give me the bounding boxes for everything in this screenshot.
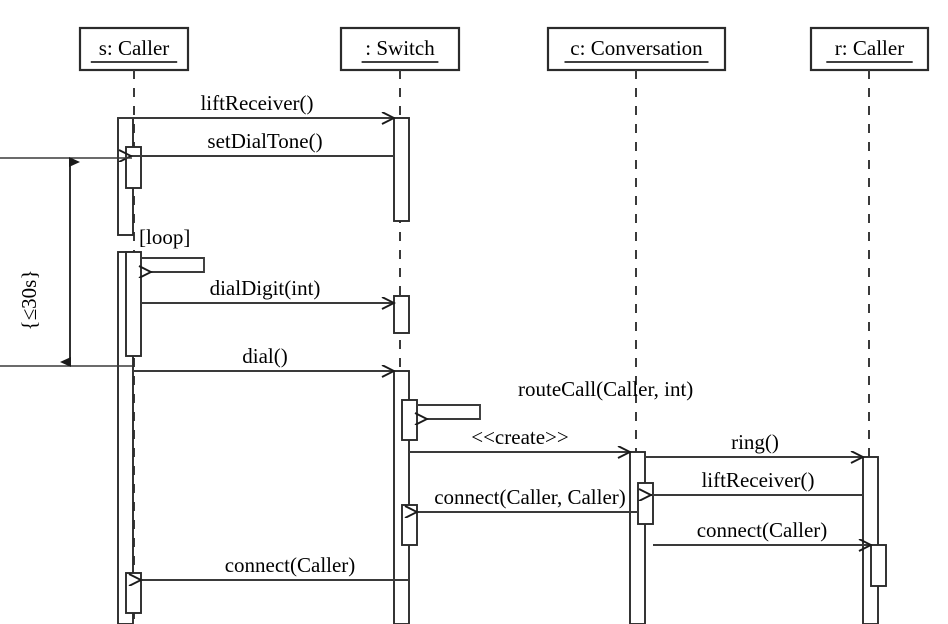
loop-fragment-label[interactable]: [loop]: [139, 225, 190, 249]
lifeline-box-sw: [339, 26, 461, 72]
message-label-m8: connect(Caller, Caller): [434, 485, 626, 509]
switch-activation-1[interactable]: [393, 117, 410, 222]
message-label-m6: ring(): [731, 430, 779, 454]
lifeline-label-s: s: Caller: [99, 36, 170, 60]
lifeline-box-r: [809, 26, 930, 72]
message-m4[interactable]: dial(): [133, 344, 394, 371]
switch-activation-dialdigit[interactable]: [393, 295, 410, 334]
lifeline-box-conv: [546, 26, 727, 72]
lifeline-label-sw: : Switch: [365, 36, 435, 60]
message-label-m4: dial(): [242, 344, 287, 368]
message-label-m2: setDialTone(): [207, 129, 322, 153]
timing-constraint: {≤30s}: [0, 157, 132, 367]
messages-layer: liftReceiver() setDialTone() dialDigit(int…: [118, 91, 871, 580]
caller-nested-connect[interactable]: [125, 572, 142, 614]
caller-self-loop-path: [141, 257, 205, 272]
message-m1[interactable]: liftReceiver(): [118, 91, 394, 118]
lifeline-label-r: r: Caller: [835, 36, 904, 60]
switch-self-routecall-label: routeCall(Caller, int): [518, 377, 693, 401]
message-label-m7: liftReceiver(): [701, 468, 814, 492]
lifeline-label-conv: c: Conversation: [570, 36, 703, 60]
message-m3[interactable]: dialDigit(int): [141, 276, 394, 303]
message-label-m3: dialDigit(int): [210, 276, 321, 300]
message-m8[interactable]: connect(Caller, Caller): [417, 485, 638, 512]
message-label-m5: <<create>>: [471, 425, 568, 449]
message-label-m1: liftReceiver(): [200, 91, 313, 115]
conversation-activation[interactable]: [629, 451, 646, 624]
switch-self-routecall-path: [417, 404, 481, 419]
message-m9[interactable]: connect(Caller): [653, 518, 871, 545]
message-m5[interactable]: <<create>>: [409, 425, 630, 452]
switch-self-routecall[interactable]: routeCall(Caller, int): [417, 377, 693, 419]
lifeline-conv[interactable]: c: Conversation: [546, 26, 727, 624]
self-messages-layer: [loop] routeCall(Caller, int): [139, 225, 693, 419]
caller-nested-dialdigit[interactable]: [125, 251, 142, 357]
lifeline-box-s: [78, 26, 190, 72]
message-m6[interactable]: ring(): [645, 430, 863, 457]
rcaller-activation[interactable]: [862, 456, 879, 624]
conversation-nested-connect[interactable]: [637, 482, 654, 525]
switch-nested-routecall[interactable]: [401, 399, 418, 441]
message-m2[interactable]: setDialTone(): [131, 129, 394, 156]
message-m10[interactable]: connect(Caller): [141, 553, 409, 580]
caller-self-loop[interactable]: [141, 257, 205, 272]
caller-nested-setdialtone[interactable]: [125, 146, 142, 189]
rcaller-nested-connect[interactable]: [870, 544, 887, 587]
message-label-m9: connect(Caller): [697, 518, 828, 542]
constraint-label: {≤30s}: [17, 270, 41, 331]
loop-fragment-label-label: [loop]: [139, 225, 190, 249]
timing-constraint-layer: {≤30s}: [0, 157, 132, 367]
lifeline-r[interactable]: r: Caller: [809, 26, 930, 624]
message-m7[interactable]: liftReceiver(): [651, 468, 863, 495]
switch-nested-connect[interactable]: [401, 504, 418, 546]
message-label-m10: connect(Caller): [225, 553, 356, 577]
